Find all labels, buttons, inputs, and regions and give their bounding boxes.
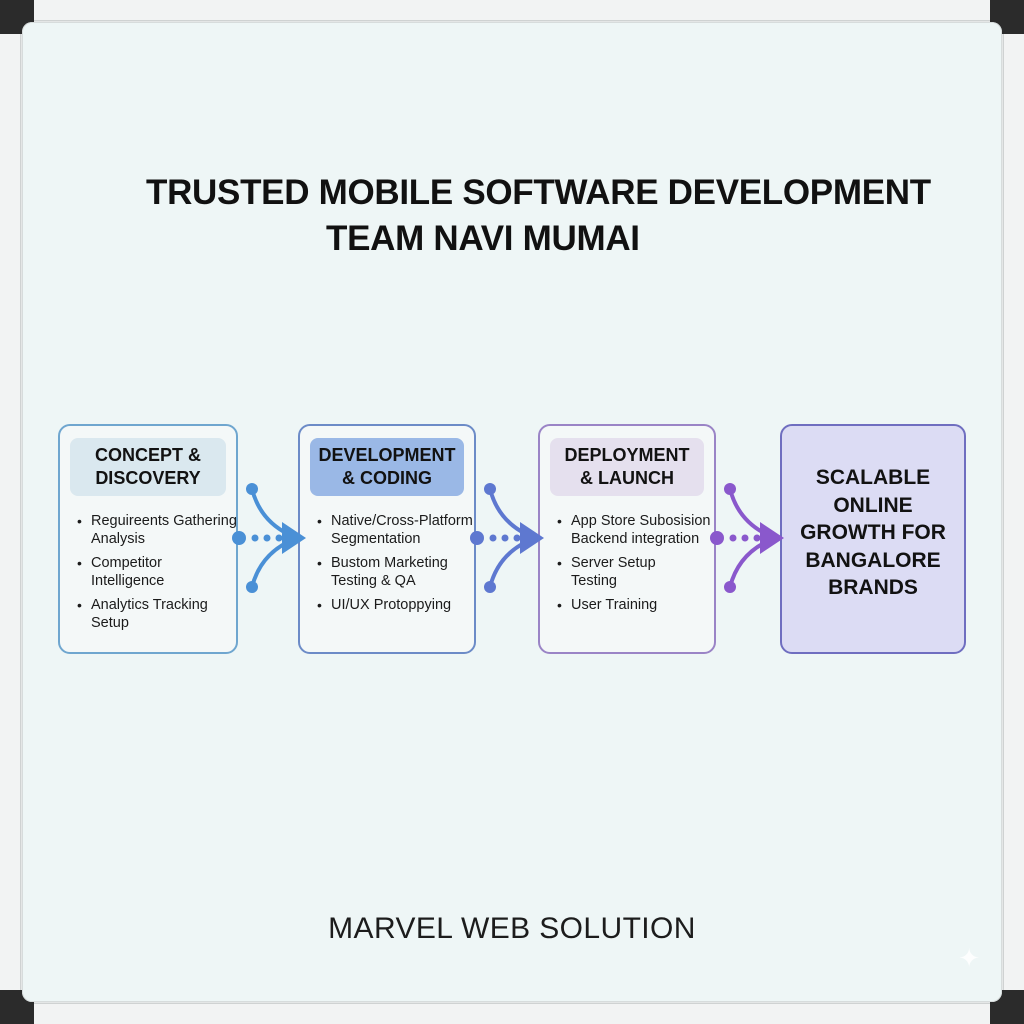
frame-left-rail [0, 30, 21, 994]
frame-right-rail [1003, 30, 1024, 994]
stage-card-development-coding: DEVELOPMENT & CODING Native/Cross-Platfo… [298, 424, 476, 654]
title-line-2: TEAM NAVI MUMAI [326, 219, 640, 258]
merge-arrow-icon [470, 483, 544, 593]
stage-card-concept-discovery: CONCEPT & DISCOVERY Reguireents Gatherin… [58, 424, 238, 654]
merge-arrow-icon [710, 483, 784, 593]
heading-line: DEVELOPMENT [318, 445, 456, 465]
outcome-line: BRANDS [828, 576, 918, 600]
heading-line: & CODING [342, 468, 432, 488]
stage-heading: CONCEPT & DISCOVERY [70, 438, 226, 496]
heading-line: DEPLOYMENT [564, 445, 690, 465]
stage-heading: DEPLOYMENT & LAUNCH [550, 438, 704, 496]
frame-top-rail [30, 0, 994, 21]
heading-line: & LAUNCH [580, 468, 674, 488]
outcome-text: SCALABLE ONLINE GROWTH FOR BANGALORE BRA… [800, 464, 946, 602]
stage-heading: DEVELOPMENT & CODING [310, 438, 464, 496]
outcome-line: ONLINE [833, 493, 913, 517]
frame-bottom-rail [30, 1003, 994, 1024]
brand-footer: MARVEL WEB SOLUTION [328, 912, 696, 945]
title-line-1: TRUSTED MOBILE SOFTWARE DEVELOPMENT [146, 173, 931, 212]
stage-card-deployment-launch: DEPLOYMENT & LAUNCH App Store Subosision… [538, 424, 716, 654]
outcome-line: BANGALORE [805, 548, 941, 572]
merge-arrow-icon [232, 483, 306, 593]
heading-line: DISCOVERY [95, 468, 201, 488]
list-item: User Training [554, 596, 710, 614]
outcome-line: SCALABLE [815, 466, 931, 490]
outcome-line: GROWTH FOR [800, 521, 946, 545]
sparkle-icon: ✦ [958, 943, 980, 973]
list-item: UI/UX Protoppying [314, 596, 473, 614]
heading-line: CONCEPT & [94, 445, 201, 465]
outcome-card: SCALABLE ONLINE GROWTH FOR BANGALORE BRA… [780, 424, 966, 654]
